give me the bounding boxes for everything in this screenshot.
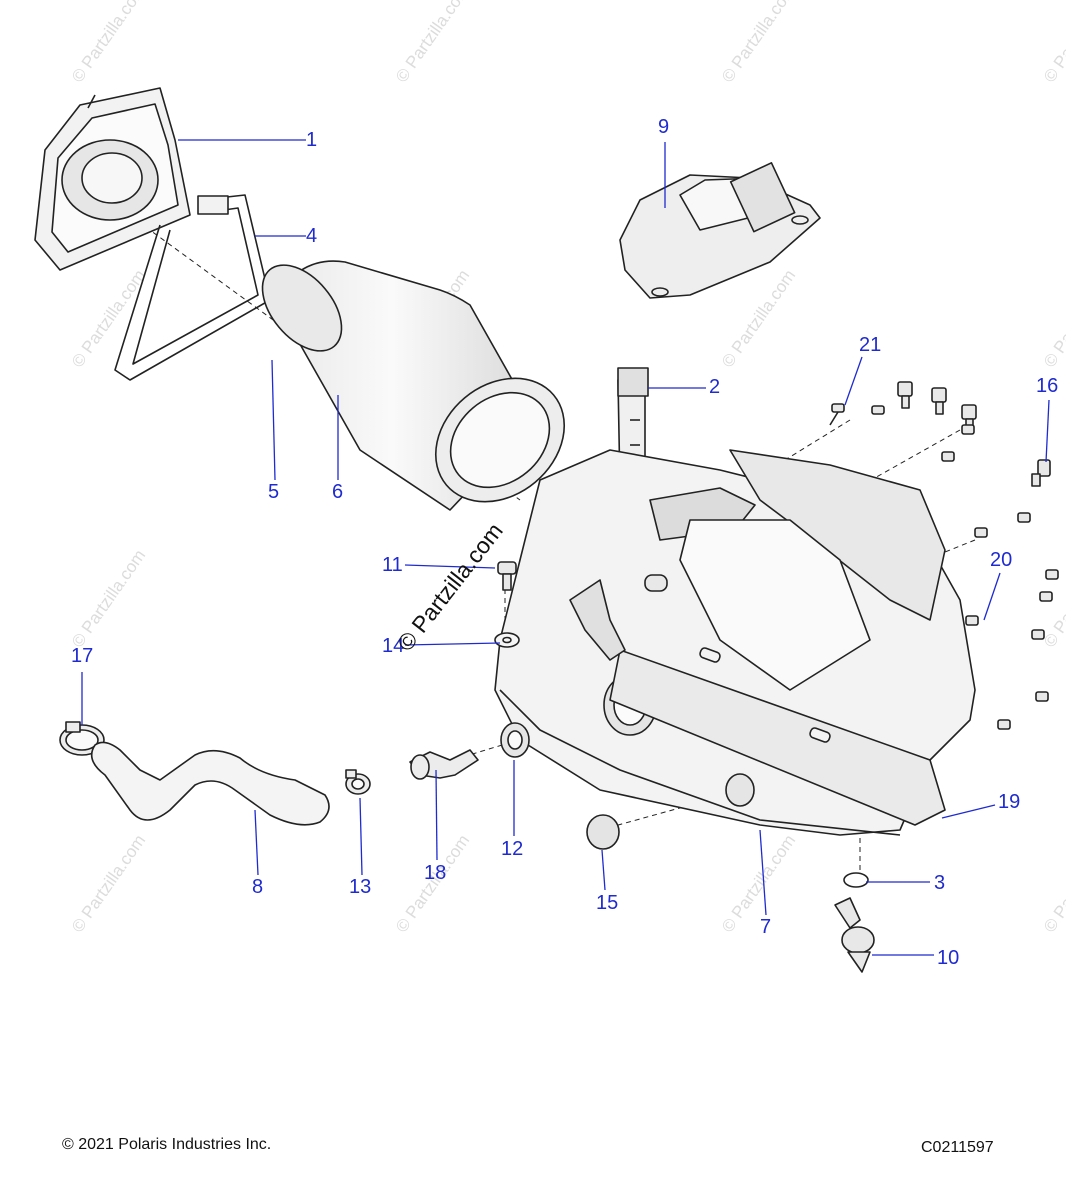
airbox-housing-part [494,449,976,836]
callout-14: 14 [382,635,405,657]
o-ring-part [843,872,869,888]
bolt-part [1035,691,1049,702]
drain-valve-part [409,749,479,780]
leader-line [1045,399,1050,463]
leader-line [254,809,259,876]
bolt-part [974,527,988,538]
assembly-axis-line [799,429,961,521]
leader-line [404,564,496,569]
leader-line [359,797,363,876]
bolt-part [1017,512,1031,523]
callout-9: 9 [658,116,670,138]
leader-line [983,572,1001,621]
callout-17: 17 [71,645,94,667]
callout-5: 5 [268,481,280,503]
bolt-part [1031,629,1045,640]
leader-line [844,356,863,406]
screw-part [497,561,517,591]
callout-4: 4 [306,225,318,247]
small-clamp-part [345,769,371,795]
callout-19: 19 [998,791,1021,813]
bolt-part [1031,459,1051,487]
washer-hole [502,636,512,644]
hose-part [90,741,330,826]
leader-line [601,849,606,891]
callout-21: 21 [859,334,882,356]
leader-line [271,359,276,481]
drain-cap-part [834,897,875,973]
bolt-part [961,424,975,435]
bolt-part [941,451,955,462]
bolt-part [829,403,845,426]
mount-bracket-part [619,162,821,299]
leader-line [435,769,438,861]
callout-20: 20 [990,549,1013,571]
callout-15: 15 [596,892,619,914]
bolt-part [897,381,913,409]
bolt-part [965,615,979,626]
leader-line [941,804,996,819]
callout-7: 7 [760,916,772,938]
plug-part [586,814,620,850]
callout-16: 16 [1036,375,1059,397]
washer-part [494,632,520,648]
leader-line [404,642,501,646]
callout-8: 8 [252,876,264,898]
bolt-part [961,404,977,430]
grommet-part [500,722,530,758]
bolt-set [829,381,1059,730]
bolt-part [871,405,885,415]
bolt-part [1039,591,1053,602]
callout-11: 11 [382,554,403,576]
seal-part [114,194,271,381]
callout-10: 10 [937,947,960,969]
copyright-notice: © 2021 Polaris Industries Inc. [62,1136,272,1153]
bolt-part [1045,569,1059,580]
callout-18: 18 [424,862,447,884]
callout-13: 13 [349,876,372,898]
assembly-axis-line [599,789,746,831]
callout-6: 6 [332,481,344,503]
bolt-part [997,719,1011,730]
airbox-cover-part [34,87,191,271]
bolt-part [931,387,947,415]
callout-1: 1 [306,129,318,151]
callout-12: 12 [501,838,524,860]
callout-3: 3 [934,872,946,894]
air-filter-part [261,260,566,511]
leader-line [759,829,767,916]
diagram-code: C0211597 [921,1139,994,1156]
callout-2: 2 [709,376,721,398]
